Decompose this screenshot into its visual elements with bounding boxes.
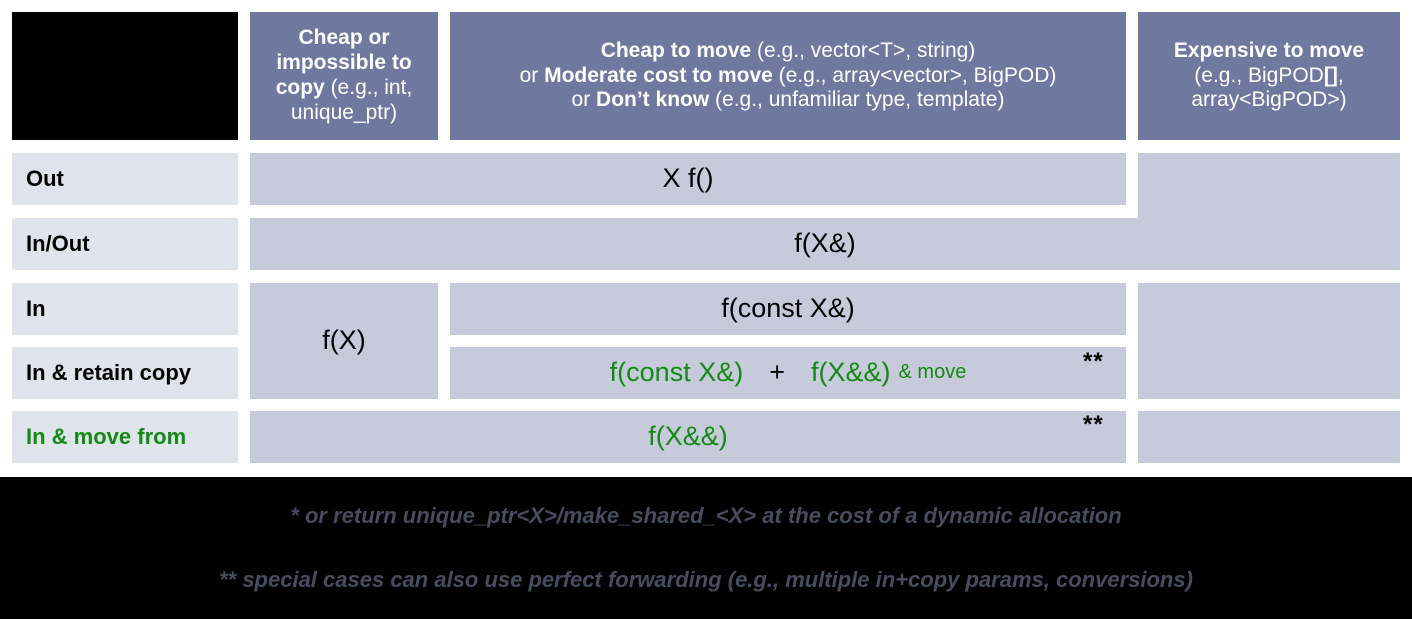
header-line: or Moderate cost to move (e.g., array<ve… bbox=[520, 64, 1057, 89]
cell-retain-copy-expensive bbox=[1138, 411, 1400, 463]
cell-retain-copy-plus: + bbox=[769, 357, 785, 388]
cell-in-out-all-text: f(X&) bbox=[794, 228, 856, 259]
footnote-single-star: * or return unique_ptr<X>/make_shared_<X… bbox=[290, 503, 1122, 528]
row-label-in-move-from: In & move from bbox=[12, 411, 238, 463]
cell-in-out-all: f(X&) bbox=[250, 218, 1400, 270]
cell-in-cheap-copy: f(X) bbox=[250, 283, 438, 399]
header-line: (e.g., BigPOD[], bbox=[1174, 64, 1364, 89]
header-text: or bbox=[571, 88, 597, 112]
header-col-cheap-or-moderate-or-unknown-to-move: Cheap to move (e.g., vector<T>, string)o… bbox=[450, 12, 1126, 140]
header-emphasis: Moderate cost to move bbox=[544, 63, 773, 87]
cell-move-from-text: f(X&&) bbox=[648, 421, 728, 452]
header-text: , bbox=[1337, 63, 1344, 87]
row-label-out: Out bbox=[12, 153, 238, 205]
cell-retain-copy-b-note: & move bbox=[898, 361, 967, 384]
header-line: Cheap or bbox=[276, 26, 413, 51]
header-text: (e.g., array<vector>, BigPOD) bbox=[772, 63, 1057, 87]
footnote-marker-retain-copy: ** bbox=[1083, 348, 1104, 375]
header-line: Cheap to move (e.g., vector<T>, string) bbox=[520, 39, 1057, 64]
row-label-in-out-text: In/Out bbox=[26, 231, 90, 257]
cell-out-main: X f() bbox=[250, 153, 1126, 205]
row-label-in-move-from-text: In & move from bbox=[26, 424, 187, 450]
cell-retain-copy-a: f(const X&) bbox=[609, 357, 744, 388]
header-line: or Don’t know (e.g., unfamiliar type, te… bbox=[520, 88, 1057, 113]
row-label-in-retain-copy-text: In & retain copy bbox=[26, 360, 192, 386]
header-text: or bbox=[519, 63, 545, 87]
header-emphasis: Cheap or bbox=[298, 26, 390, 50]
header-emphasis: [] bbox=[1323, 63, 1338, 87]
header-emphasis: Cheap to move bbox=[600, 38, 752, 62]
footnote-double-star: ** special cases can also use perfect fo… bbox=[219, 567, 1193, 592]
row-label-out-text: Out bbox=[26, 166, 64, 192]
row-label-in-retain-copy: In & retain copy bbox=[12, 347, 238, 399]
header-text: (e.g., unfamiliar type, template) bbox=[709, 88, 1005, 112]
header-text: (e.g., vector<T>, string) bbox=[751, 38, 976, 62]
header-emphasis: Expensive to move bbox=[1173, 38, 1365, 62]
header-text: (e.g., BigPOD bbox=[1194, 63, 1324, 87]
header-text: (e.g., int, bbox=[324, 76, 413, 99]
row-label-in-out: In/Out bbox=[12, 218, 238, 270]
header-line: copy (e.g., int, bbox=[276, 76, 413, 101]
row-label-in: In bbox=[12, 283, 238, 335]
cell-in-main-text: f(const X&) bbox=[721, 293, 855, 324]
cell-in-move-from-all: f(X&&) bbox=[250, 411, 1126, 463]
header-corner-blank bbox=[12, 12, 238, 140]
cell-in-retain-copy-main: f(const X&) + f(X&&) & move bbox=[450, 347, 1126, 399]
header-line: array<BigPOD>) bbox=[1174, 88, 1364, 113]
header-emphasis: Don’t know bbox=[596, 88, 710, 112]
header-text: unique_ptr) bbox=[290, 100, 398, 124]
cell-in-expensive bbox=[1138, 283, 1400, 399]
footnote-marker-move-from: ** bbox=[1083, 411, 1104, 438]
header-line: Expensive to move bbox=[1174, 39, 1364, 64]
footer-band: * or return unique_ptr<X>/make_shared_<X… bbox=[0, 477, 1412, 619]
cell-out-main-text: X f() bbox=[662, 163, 714, 194]
header-line: unique_ptr) bbox=[276, 101, 413, 126]
header-col-expensive-to-move: Expensive to move(e.g., BigPOD[],array<B… bbox=[1138, 12, 1400, 140]
cell-retain-copy-b: f(X&&) bbox=[811, 357, 891, 388]
header-emphasis: impossible to bbox=[276, 51, 412, 75]
cell-out-expensive bbox=[1138, 153, 1400, 218]
cell-in-cheap-copy-text: f(X) bbox=[322, 325, 366, 356]
header-emphasis: copy bbox=[275, 76, 325, 99]
header-text: array<BigPOD>) bbox=[1191, 88, 1347, 112]
header-line: impossible to bbox=[276, 51, 413, 76]
row-label-in-text: In bbox=[26, 296, 46, 322]
cell-in-main: f(const X&) bbox=[450, 283, 1126, 335]
